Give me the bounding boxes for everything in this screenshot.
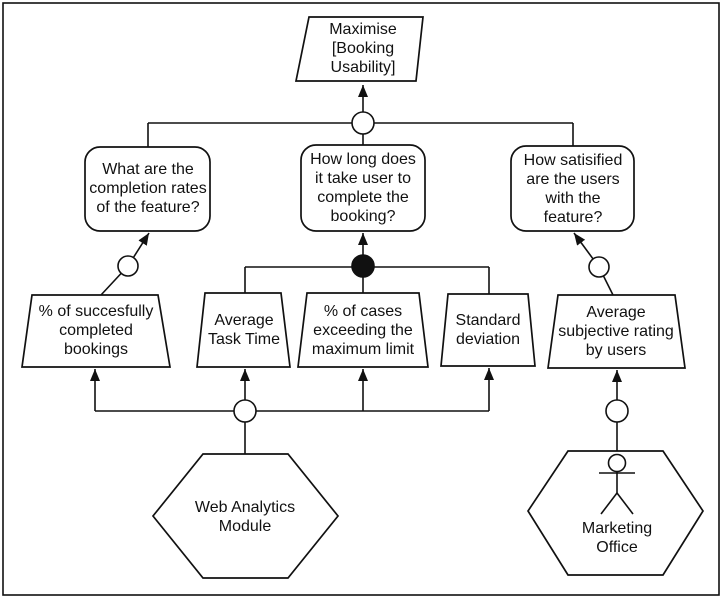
actor-icon: [599, 453, 635, 515]
question-3-node: [510, 145, 635, 232]
actor-head: [607, 453, 627, 473]
actor-leg-right: [616, 492, 634, 515]
junction-open-icon: [605, 399, 629, 423]
source-web-analytics-node: [151, 453, 340, 579]
metric-2-node: [196, 292, 291, 368]
metric-3-node: [297, 292, 429, 368]
question-2-node: [300, 144, 426, 232]
junction-open-icon: [233, 399, 257, 423]
junction-open-icon: [117, 255, 139, 277]
source-marketing-node: [526, 450, 705, 576]
junction-open-icon: [588, 256, 610, 278]
goal-node: [294, 16, 424, 82]
metric-1-node: [21, 294, 172, 368]
actor-leg-left: [600, 492, 618, 515]
junction-filled-icon: [351, 254, 375, 278]
question-1-node: [84, 146, 211, 232]
metric-5-node: [547, 294, 686, 369]
junction-open-icon: [351, 111, 375, 135]
metric-4-node: [440, 293, 536, 367]
